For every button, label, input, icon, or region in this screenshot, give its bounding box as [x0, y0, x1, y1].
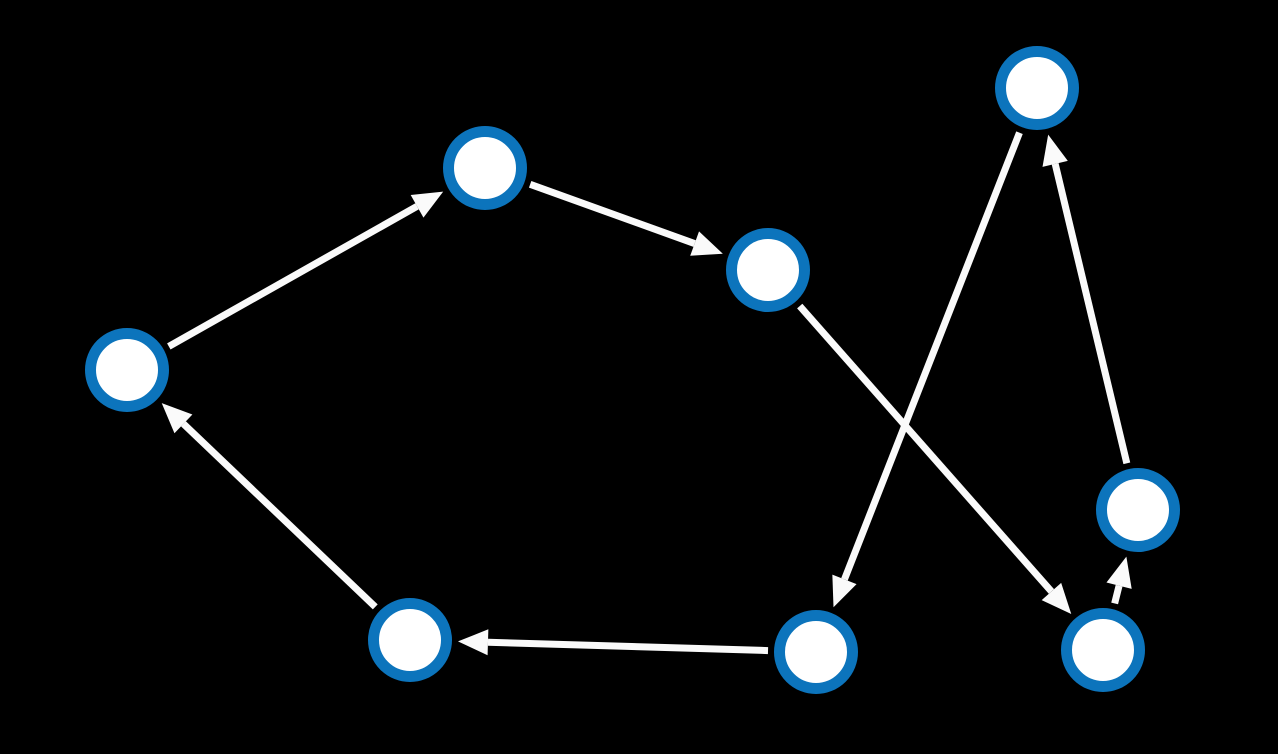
edge-left-to-upper-left [167, 191, 444, 350]
node-fill [448, 131, 522, 205]
node-ring [774, 610, 858, 694]
node-bottom-right[interactable] [1061, 608, 1145, 692]
node-ring [726, 228, 810, 312]
node-right[interactable] [1096, 468, 1180, 552]
node-upper-left[interactable] [443, 126, 527, 210]
arrowhead-icon [161, 403, 193, 434]
node-bottom-left[interactable] [368, 598, 452, 682]
node-fill [90, 333, 164, 407]
edge-bottom-center-to-bottom-left [457, 629, 769, 656]
node-ring [1061, 608, 1145, 692]
arrowhead-icon [832, 574, 857, 608]
edge-layer [161, 131, 1132, 656]
node-fill [373, 603, 447, 677]
node-upper-middle[interactable] [726, 228, 810, 312]
node-ring [443, 126, 527, 210]
arrowhead-icon [410, 191, 444, 218]
node-ring [85, 328, 169, 412]
edge-upper-left-to-upper-middle [528, 180, 723, 256]
node-left[interactable] [85, 328, 169, 412]
node-fill [731, 233, 805, 307]
edge-right-to-top-right [1042, 134, 1131, 465]
edge-upper-middle-to-bottom-right [797, 303, 1072, 614]
node-ring [368, 598, 452, 682]
arrowhead-icon [690, 231, 723, 256]
node-top-right[interactable] [995, 46, 1079, 130]
node-fill [779, 615, 853, 689]
node-fill [1066, 613, 1140, 687]
arrowhead-icon [1041, 582, 1072, 614]
node-fill [1000, 51, 1074, 125]
node-ring [1096, 468, 1180, 552]
edge-bottom-right-to-right [1106, 556, 1132, 605]
arrowhead-icon [1042, 134, 1068, 167]
node-bottom-center[interactable] [774, 610, 858, 694]
node-layer [85, 46, 1180, 694]
edge-bottom-left-to-left [161, 403, 378, 610]
edge-top-right-to-bottom-center [832, 131, 1023, 608]
node-ring [995, 46, 1079, 130]
arrowhead-icon [1106, 556, 1132, 589]
node-fill [1101, 473, 1175, 547]
arrowhead-icon [457, 629, 489, 656]
